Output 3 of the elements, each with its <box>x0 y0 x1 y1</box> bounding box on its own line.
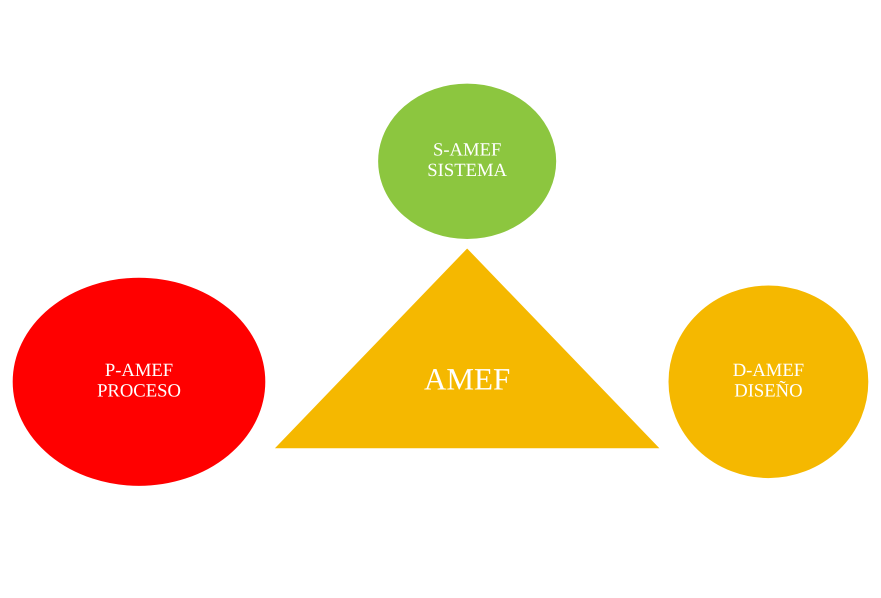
node-ellipse: P-AMEF PROCESO <box>12 276 266 486</box>
node-ellipse: S-AMEF SISTEMA <box>377 82 558 240</box>
node-circle: D-AMEF DISEÑO <box>667 284 870 479</box>
